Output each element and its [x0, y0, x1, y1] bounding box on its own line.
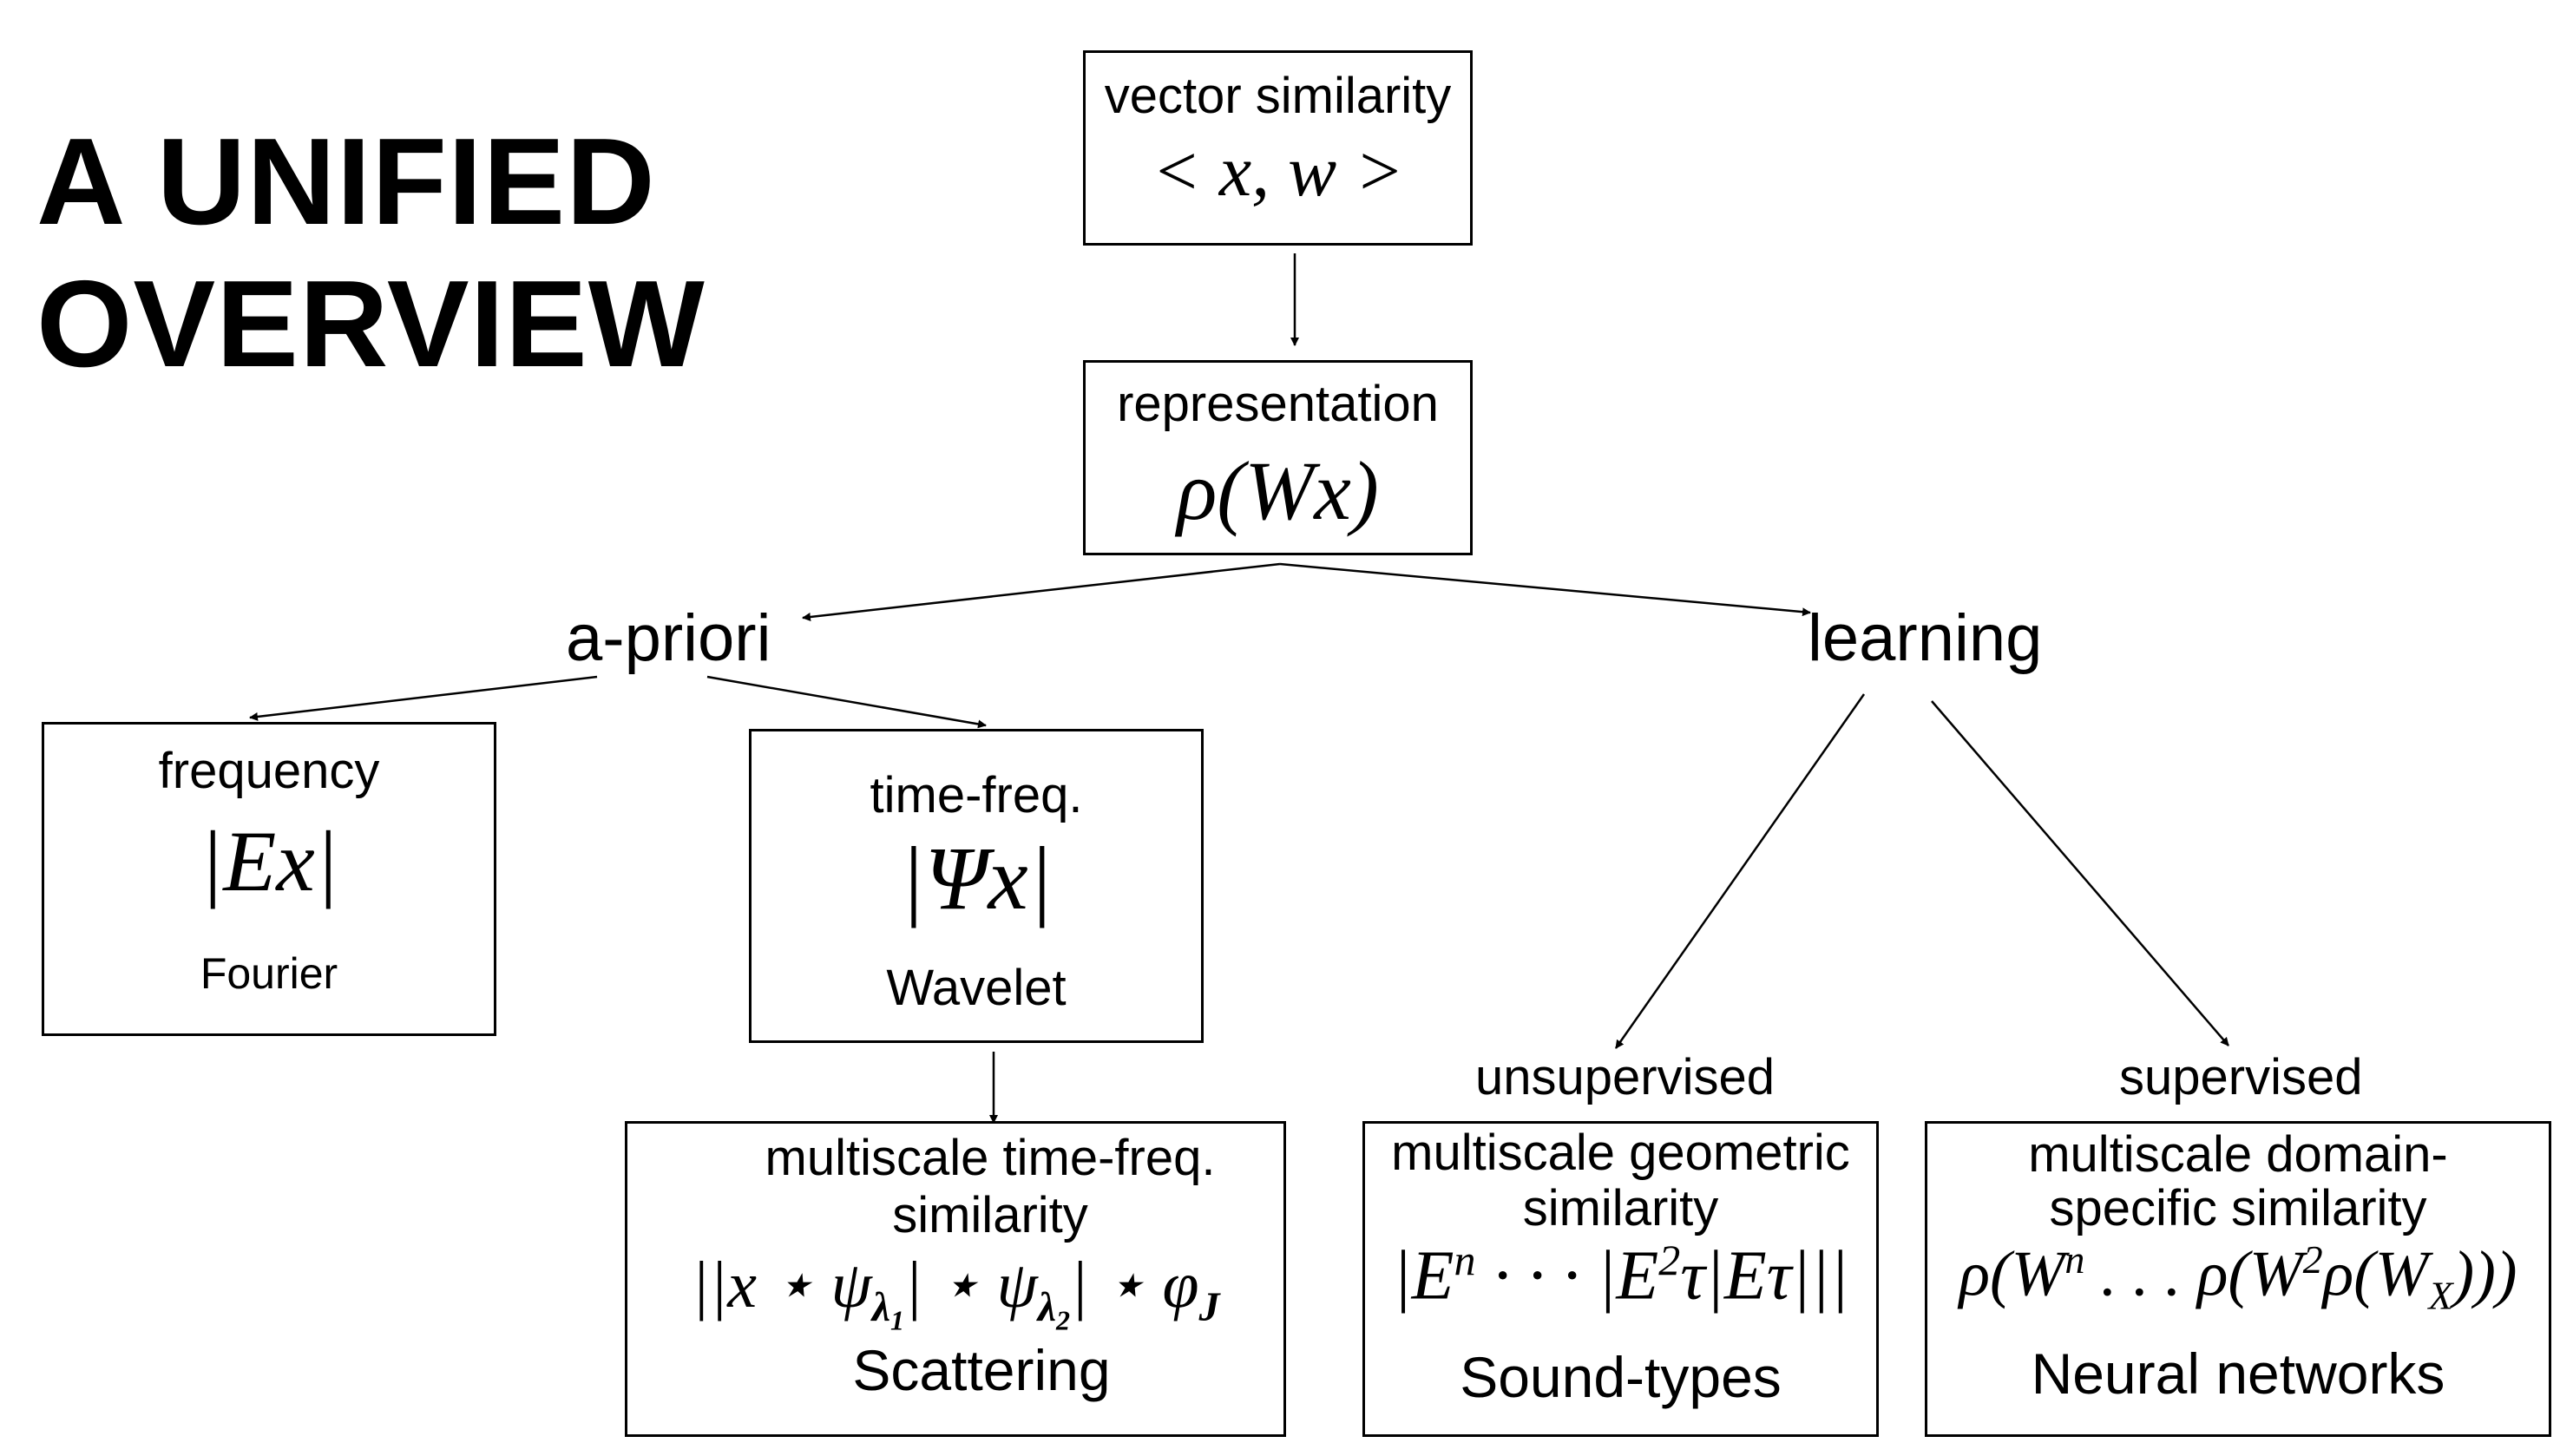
- arrow-representation-to-apriori: [802, 562, 1281, 621]
- vector-similarity-box: vector similarity < x, w >: [1083, 50, 1473, 246]
- scattering-caption: Scattering: [852, 1338, 1111, 1402]
- vector-similarity-label: vector similarity: [1104, 68, 1452, 124]
- arrow-apriori-to-frequency: [249, 675, 598, 721]
- vector-similarity-formula: < x, w >: [1152, 131, 1404, 212]
- arrow-learning-to-unsupervised: [1614, 693, 1866, 1049]
- sound-types-label-line1: multiscale geometric: [1391, 1125, 1850, 1181]
- scattering-label-line2: similarity: [892, 1187, 1088, 1243]
- supervised-node: supervised: [2119, 1049, 2363, 1105]
- frequency-box: frequency |Ex| Fourier: [42, 722, 496, 1036]
- time-freq-formula: |Ψx|: [899, 829, 1054, 928]
- sound-types-formula: |En · · · |E2τ|Eτ|||: [1392, 1236, 1849, 1315]
- neural-networks-label-line1: multiscale domain-: [2028, 1126, 2448, 1183]
- a-priori-node: a-priori: [566, 601, 771, 675]
- sound-types-box: multiscale geometric similarity |En · · …: [1362, 1121, 1879, 1437]
- unsupervised-node: unsupervised: [1475, 1049, 1775, 1105]
- arrow-apriori-to-timefreq: [706, 675, 987, 729]
- neural-networks-caption: Neural networks: [2031, 1341, 2445, 1406]
- representation-box: representation ρ(Wx): [1083, 360, 1473, 555]
- fourier-caption: Fourier: [200, 949, 338, 998]
- frequency-label: frequency: [158, 743, 380, 799]
- neural-networks-label-line2: specific similarity: [2049, 1180, 2427, 1236]
- sound-types-label-line2: similarity: [1522, 1180, 1719, 1236]
- representation-label: representation: [1117, 376, 1439, 432]
- title-line-2: OVERVIEW: [36, 255, 706, 393]
- arrow-learning-to-supervised: [1931, 700, 2229, 1046]
- scattering-box: multiscale time-freq. similarity ||x ⋆ ψ…: [625, 1121, 1286, 1437]
- title-line-1: A UNIFIED: [36, 113, 656, 251]
- sound-types-caption: Sound-types: [1460, 1345, 1782, 1409]
- representation-formula: ρ(Wx): [1177, 444, 1379, 537]
- neural-networks-box: multiscale domain- specific similarity ρ…: [1925, 1121, 2551, 1437]
- arrow-representation-to-learning: [1279, 562, 1811, 617]
- neural-networks-formula: ρ(Wn . . . ρ(W2ρ(WX))): [1959, 1237, 2517, 1318]
- scattering-label-line1: multiscale time-freq.: [765, 1130, 1216, 1186]
- wavelet-caption: Wavelet: [886, 960, 1067, 1016]
- time-freq-box: time-freq. |Ψx| Wavelet: [749, 729, 1204, 1043]
- learning-node: learning: [1808, 601, 2043, 675]
- slide-title: A UNIFIED OVERVIEW: [36, 111, 706, 396]
- time-freq-label: time-freq.: [870, 767, 1083, 823]
- scattering-formula: ||x ⋆ ψλ1| ⋆ ψλ2| ⋆ φJ: [691, 1249, 1220, 1336]
- frequency-formula: |Ex|: [199, 813, 339, 909]
